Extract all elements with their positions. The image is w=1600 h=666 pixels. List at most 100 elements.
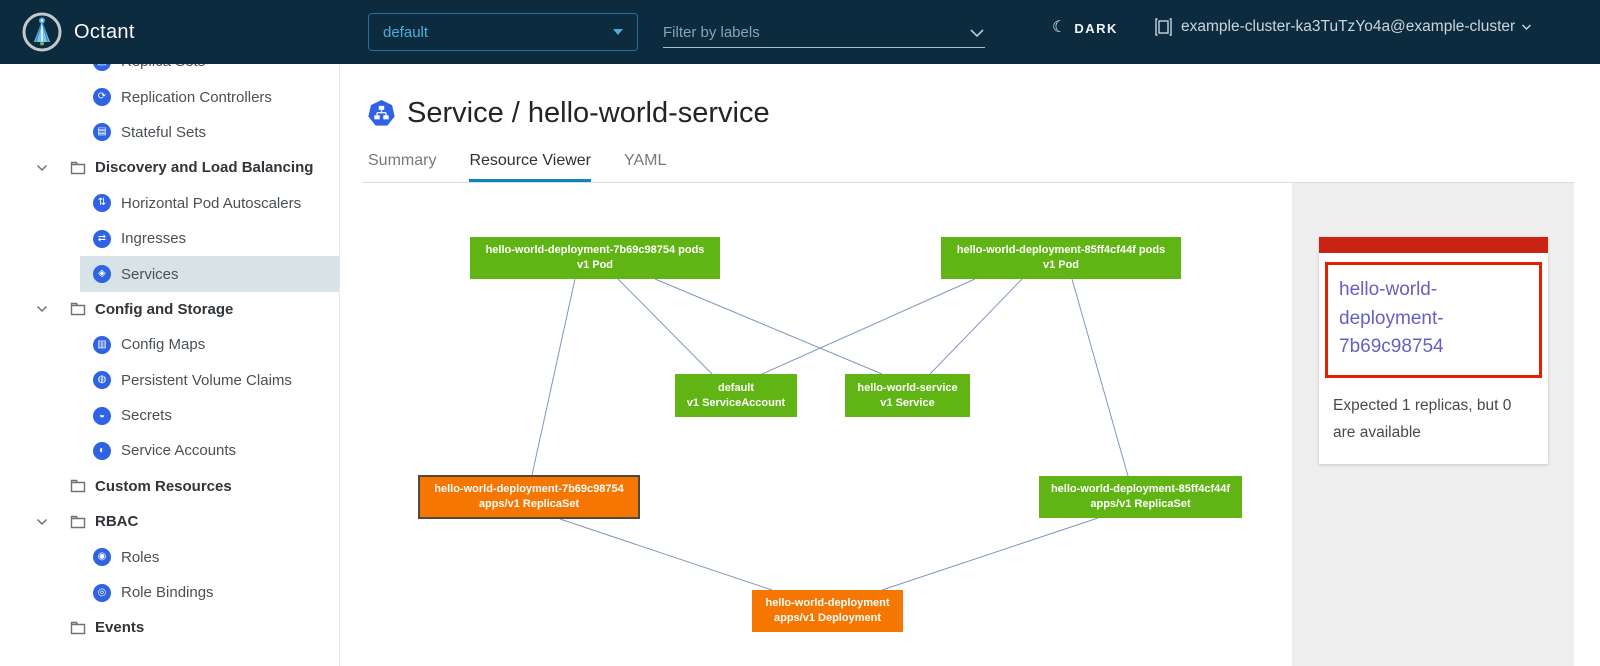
alert-message: Expected 1 replicas, but 0 are available — [1333, 396, 1512, 441]
sidebar-section-label: Custom Resources — [95, 477, 232, 495]
folder-icon — [70, 161, 86, 175]
node-kind: apps/v1 ReplicaSet — [478, 498, 580, 510]
stateful-sets-icon: ▤ — [93, 123, 111, 142]
sidebar-item-label: Horizontal Pod Autoscalers — [121, 194, 302, 212]
sidebar-item-ingresses[interactable]: ⇄ Ingresses — [0, 221, 339, 256]
graph-node-sa[interactable]: default v1 ServiceAccount — [675, 374, 797, 417]
roles-icon: ◉ — [93, 548, 111, 567]
chevron-down-icon[interactable] — [36, 305, 50, 313]
sidebar-item-role-bindings[interactable]: ◎ Role Bindings — [0, 575, 339, 610]
graph-edges — [531, 278, 1129, 591]
folder-icon — [70, 515, 86, 529]
sidebar-section-label: Discovery and Load Balancing — [95, 159, 314, 177]
cluster-name: example-cluster-ka3TuTzYo4a@example-clus… — [1181, 18, 1516, 35]
node-name: default — [717, 381, 755, 394]
sidebar-item-config-and-storage[interactable]: Config and Storage — [0, 292, 339, 327]
cluster-icon — [1155, 18, 1172, 36]
sidebar-item-persistent-volume-claims[interactable]: ◍ Persistent Volume Claims — [0, 363, 339, 398]
secrets-icon: ◒ — [93, 406, 111, 425]
caret-down-icon — [613, 29, 623, 35]
alert-severity-bar — [1319, 237, 1548, 253]
details-panel: hello-world-deployment-7b69c98754 Expect… — [1292, 183, 1574, 666]
sidebar-item-events[interactable]: Events — [0, 610, 339, 645]
sidebar-item-label: Secrets — [121, 407, 172, 425]
sidebar-item-label: Service Accounts — [121, 442, 237, 460]
graph-node-dep[interactable]: hello-world-deployment apps/v1 Deployment — [752, 590, 903, 632]
sidebar-item-stateful-sets[interactable]: ▤ Stateful Sets — [0, 115, 339, 150]
cluster-selector[interactable]: example-cluster-ka3TuTzYo4a@example-clus… — [1155, 18, 1532, 36]
ingresses-icon: ⇄ — [93, 229, 111, 248]
tab-bar: Summary Resource Viewer YAML — [368, 152, 699, 182]
sidebar-item-horizontal-pod-autoscalers[interactable]: ⇅ Horizontal Pod Autoscalers — [0, 186, 339, 221]
horizontal-pod-autoscalers-icon: ⇅ — [93, 194, 111, 213]
graph-node-rs1[interactable]: hello-world-deployment-7b69c98754 apps/v1… — [418, 475, 640, 519]
lighthouse-logo-icon — [22, 12, 62, 52]
top-navbar: Octant default ☾ DARK example-cluster-ka… — [0, 0, 1600, 64]
node-name: hello-world-deployment-85ff4cf44f pods — [956, 244, 1166, 257]
moon-icon: ☾ — [1052, 19, 1067, 36]
sidebar-item-label: Replication Controllers — [121, 88, 272, 106]
tab-yaml[interactable]: YAML — [624, 152, 667, 169]
role-bindings-icon: ◎ — [93, 583, 111, 602]
sidebar-item-rbac[interactable]: RBAC — [0, 504, 339, 539]
dark-theme-label: DARK — [1074, 20, 1118, 36]
chevron-down-icon[interactable] — [969, 28, 985, 38]
node-kind: v1 Pod — [576, 259, 614, 271]
chevron-down-icon[interactable] — [36, 164, 50, 172]
sidebar-item-services[interactable]: ◈ Services — [0, 256, 339, 293]
sidebar-section-label: RBAC — [95, 513, 139, 531]
sidebar-item-replication-controllers[interactable]: ⟳ Replication Controllers — [0, 79, 339, 114]
sidebar-item-label: Stateful Sets — [121, 123, 207, 141]
sidebar-section-label: Config and Storage — [95, 300, 234, 318]
folder-icon — [70, 302, 86, 316]
node-kind: v1 Pod — [1042, 259, 1080, 271]
sidebar-item-label: Config Maps — [121, 336, 206, 354]
resource-alert-card: hello-world-deployment-7b69c98754 Expect… — [1319, 237, 1548, 464]
app-title: Octant — [74, 20, 135, 43]
tab-resource-viewer[interactable]: Resource Viewer — [469, 152, 591, 182]
sidebar-item-label: Roles — [121, 548, 160, 566]
service-accounts-icon: ◐ — [93, 441, 111, 460]
node-name: hello-world-deployment-85ff4cf44f — [1050, 483, 1231, 496]
node-kind: apps/v1 ReplicaSet — [1090, 498, 1191, 510]
selected-resource-link[interactable]: hello-world-deployment-7b69c98754 — [1339, 279, 1444, 357]
label-filter-input[interactable] — [663, 24, 969, 41]
node-kind: v1 ServiceAccount — [686, 396, 786, 409]
sidebar-item-custom-resources[interactable]: Custom Resources — [0, 469, 339, 504]
services-icon: ◈ — [93, 265, 111, 284]
sidebar-nav: ▣Replica Sets⟳Replication Controllers▤St… — [0, 0, 340, 666]
sidebar-item-label: Services — [121, 265, 179, 283]
sidebar-item-label: Ingresses — [121, 230, 187, 248]
node-name: hello-world-deployment — [765, 597, 890, 610]
sidebar-item-secrets[interactable]: ◒ Secrets — [0, 398, 339, 433]
persistent-volume-claims-icon: ◍ — [93, 371, 111, 390]
sidebar-item-roles[interactable]: ◉ Roles — [0, 539, 339, 574]
octant-logo: Octant — [22, 12, 135, 52]
sidebar-item-label: Persistent Volume Claims — [121, 371, 292, 389]
namespace-dropdown-value: default — [383, 23, 429, 41]
dark-theme-toggle[interactable]: ☾ DARK — [1052, 20, 1118, 36]
sidebar-item-service-accounts[interactable]: ◐ Service Accounts — [0, 433, 339, 468]
sidebar-item-config-maps[interactable]: ▥ Config Maps — [0, 327, 339, 362]
graph-node-rs2[interactable]: hello-world-deployment-85ff4cf44f apps/v1… — [1039, 476, 1242, 518]
tab-divider — [362, 182, 1574, 183]
node-kind: apps/v1 Deployment — [774, 612, 881, 624]
node-name: hello-world-deployment-7b69c98754 — [434, 483, 624, 496]
namespace-dropdown[interactable]: default — [368, 13, 638, 51]
node-name: hello-world-service — [857, 381, 958, 394]
tab-summary[interactable]: Summary — [368, 152, 437, 169]
sidebar-item-label: Role Bindings — [121, 584, 214, 602]
chevron-down-icon[interactable] — [36, 518, 50, 526]
folder-icon — [70, 479, 86, 493]
replication-controllers-icon: ⟳ — [93, 88, 111, 107]
page-header: Service / hello-world-service — [368, 97, 770, 130]
graph-node-pod2[interactable]: hello-world-deployment-85ff4cf44f pods v1… — [941, 237, 1181, 279]
service-icon — [368, 100, 395, 126]
config-maps-icon: ▥ — [93, 335, 111, 354]
page-title: Service / hello-world-service — [407, 97, 770, 129]
sidebar-item-discovery-and-load-balancing[interactable]: Discovery and Load Balancing — [0, 150, 339, 185]
